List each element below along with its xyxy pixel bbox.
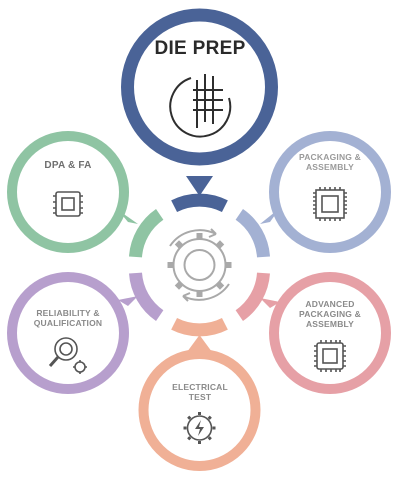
node-reliability[interactable] <box>7 272 138 394</box>
hub-segment-packaging <box>235 209 270 258</box>
pointer-electrical <box>187 335 212 352</box>
node-label-die-prep: DIE PREP <box>154 38 246 59</box>
hub-segment-die-prep <box>171 193 228 213</box>
advanced-chip-icon <box>314 340 346 372</box>
hub-segment-electrical <box>171 317 228 337</box>
package-icon <box>313 187 347 221</box>
hub-segment-reliability <box>129 272 164 321</box>
lightning-gear-icon <box>183 412 216 444</box>
node-electrical[interactable] <box>138 335 261 471</box>
node-label-electrical: ELECTRICAL TEST <box>172 382 228 402</box>
node-label-reliability: RELIABILITY & QUALIFICATION <box>33 308 103 328</box>
central-gear-icon <box>167 228 232 302</box>
pointer-die-prep <box>186 176 213 196</box>
node-label-advanced: ADVANCED PACKAGING & ASSEMBLY <box>298 299 361 329</box>
magnifier-gear-icon <box>48 337 87 374</box>
node-advanced[interactable] <box>260 272 391 394</box>
node-label-dpa-fa: DPA & FA <box>44 160 92 171</box>
node-packaging[interactable] <box>260 131 391 253</box>
hub-segment-dpa-fa <box>129 209 164 258</box>
node-dpa-fa[interactable] <box>7 131 138 253</box>
hub-ring <box>129 193 270 337</box>
hub-segment-advanced <box>235 272 270 321</box>
node-die-prep[interactable] <box>121 8 278 196</box>
node-label-packaging: PACKAGING & ASSEMBLY <box>298 152 361 172</box>
chip-icon <box>53 191 83 217</box>
pointer-advanced <box>260 298 280 308</box>
pointer-reliability <box>118 296 138 306</box>
die-icon <box>169 74 232 138</box>
